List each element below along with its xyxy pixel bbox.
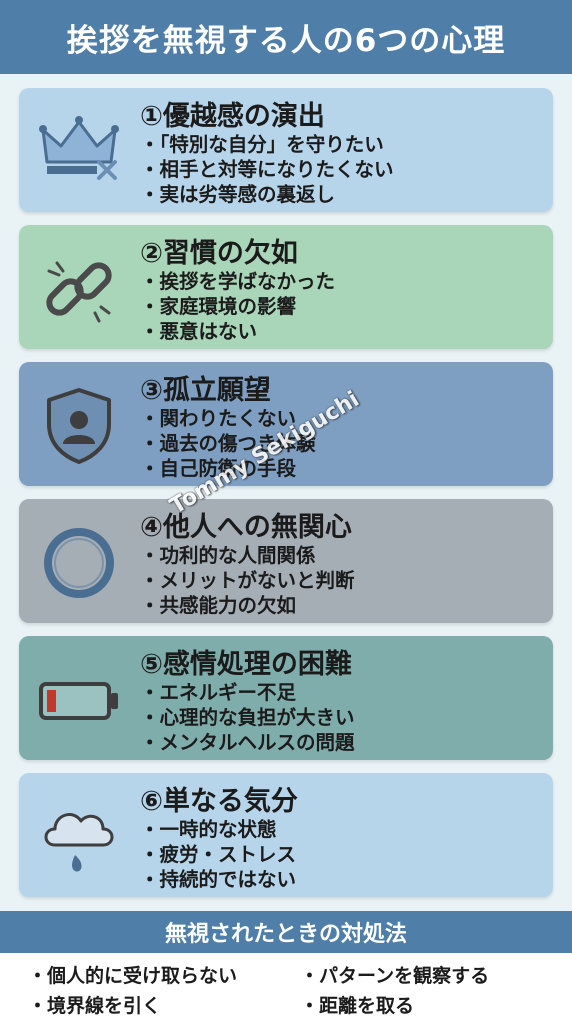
shield-person-icon [37,384,121,468]
card-list: 一時的な状態 疲労・ストレス 持続的ではない [140,817,297,892]
list-item: 持続的ではない [140,867,297,892]
list-item: 心理的な負担が大きい [140,705,355,730]
list-item: メンタルヘルスの問題 [140,730,355,755]
list-item: 相手と対等になりたくない [140,157,394,182]
page-title: 挨拶を無視する人の6つの心理 [66,22,506,59]
card-title: ⑤感情処理の困難 [140,649,352,680]
footer-item: 距離を取る [300,991,414,1018]
card-habit: ②習慣の欠如 挨拶を学ばなかった 家庭環境の影響 悪意はない [19,225,553,349]
card-list: 挨拶を学ばなかった 家庭環境の影響 悪意はない [140,269,336,344]
card-list: 「特別な自分」を守りたい 相手と対等になりたくない 実は劣等感の裏返し [140,132,394,207]
card-title: ②習慣の欠如 [140,238,298,269]
card-superiority: ①優越感の演出 「特別な自分」を守りたい 相手と対等になりたくない 実は劣等感の… [19,88,553,212]
ring-icon [37,521,121,605]
footer-item: パターンを観察する [300,961,489,988]
list-item: 挨拶を学ばなかった [140,269,336,294]
list-item: 疲労・ストレス [140,842,297,867]
card-list: 功利的な人間関係 メリットがないと判断 共感能力の欠如 [140,543,355,618]
list-item: 家庭環境の影響 [140,294,335,319]
low-battery-icon [37,658,121,742]
list-item: 自己防衛の手段 [140,456,316,481]
footer-title-bar: 無視されたときの対処法 [0,911,572,953]
crown-cross-icon [37,110,121,194]
footer-list: 個人的に受け取らない パターンを観察する 境界線を引く 距離を取る [0,953,572,1024]
list-item: エネルギー不足 [140,680,355,705]
footer-title: 無視されたときの対処法 [164,922,407,947]
list-item: 一時的な状態 [140,817,296,842]
broken-chain-icon [37,247,121,331]
card-indifference: ④他人への無関心 功利的な人間関係 メリットがないと判断 共感能力の欠如 [19,499,553,623]
list-item: 実は劣等感の裏返し [140,182,394,207]
card-title: ③孤立願望 [140,375,271,406]
card-list: 関わりたくない 過去の傷つき体験 自己防衛の手段 [140,406,316,481]
footer-item: 個人的に受け取らない [28,961,237,988]
card-title: ①優越感の演出 [140,101,325,132]
header-bar: 挨拶を無視する人の6つの心理 [0,0,572,74]
footer-item: 境界線を引く [28,991,161,1018]
list-item: 功利的な人間関係 [140,543,355,568]
list-item: メリットがないと判断 [140,568,355,593]
card-title: ⑥単なる気分 [140,786,298,817]
card-emotion: ⑤感情処理の困難 エネルギー不足 心理的な負担が大きい メンタルヘルスの問題 [19,636,553,760]
list-item: 悪意はない [140,319,335,344]
card-list: エネルギー不足 心理的な負担が大きい メンタルヘルスの問題 [140,680,355,755]
list-item: 「特別な自分」を守りたい [140,132,394,157]
list-item: 共感能力の欠如 [140,593,355,618]
card-isolation: ③孤立願望 関わりたくない 過去の傷つき体験 自己防衛の手段 [19,362,553,486]
list-item: 過去の傷つき体験 [140,431,316,456]
card-title: ④他人への無関心 [140,512,352,543]
list-item: 関わりたくない [140,406,316,431]
card-mood: ⑥単なる気分 一時的な状態 疲労・ストレス 持続的ではない [19,773,553,897]
rain-cloud-icon [37,795,121,879]
